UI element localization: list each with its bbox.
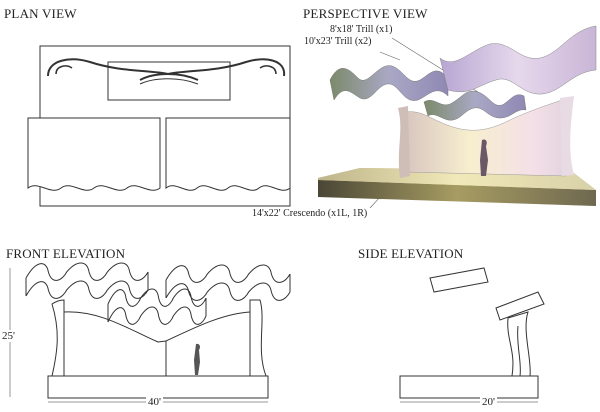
plan-crescendo-left [27,117,161,191]
front-width-label: 40' [146,396,163,408]
callout-trill-small: 8'x18' Trill (x1) [330,24,393,35]
perspective-view-title: PERSPECTIVE VIEW [303,6,428,21]
plan-trill-center [107,61,231,101]
side-trill-upper [429,267,489,293]
perspective-trill-left [329,65,449,101]
front-elevation [9,262,291,403]
front-trill-right [165,264,291,301]
callout-trill-large: 10'x23' Trill (x2) [304,36,372,47]
side-elevation-title: SIDE ELEVATION [358,246,464,261]
front-trill-left [25,262,149,299]
front-elevation-title: FRONT ELEVATION [6,246,126,261]
side-crescendo [507,311,531,377]
side-depth-label: 20' [480,396,497,408]
callout-crescendo: 14'x22' Crescendo (x1L, 1R) [252,208,368,219]
perspective-view [318,25,597,209]
side-trill-lower [495,291,545,321]
front-figure [194,343,200,375]
plan-view-title: PLAN VIEW [4,6,77,21]
perspective-trill-right [439,25,597,95]
plan-crescendo-right [165,117,291,191]
front-height-label: 25' [2,330,15,342]
plan-view [27,45,291,207]
perspective-figure [480,139,488,176]
side-elevation [399,267,545,403]
front-trill-center [107,288,207,325]
side-stage [399,375,539,399]
perspective-trill-center [423,90,527,121]
front-stage [47,375,269,399]
